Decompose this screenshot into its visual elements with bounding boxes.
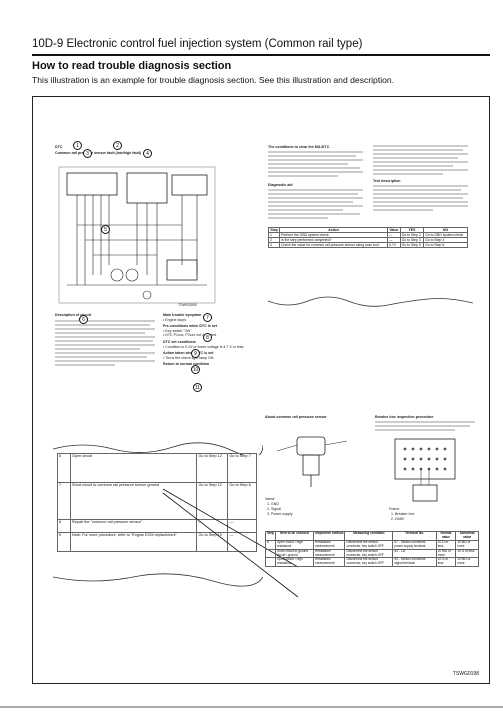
dtc-set-item: • Condition is 0.1V or lower voltage is … (163, 344, 245, 349)
figure-code: TSWG0198 (452, 671, 479, 677)
section-heading: How to read trouble diagnosis section (32, 60, 232, 72)
callout-8: 8 (203, 333, 212, 342)
callout-5: 5 (101, 225, 110, 234)
inspection-table: Step Item to be checked Inspection metho… (265, 531, 479, 568)
pre-condition-item-1: • Key switch "ON" (163, 328, 192, 333)
breaker-box-drawing (375, 435, 475, 505)
dtc-line-1: DTC (55, 145, 63, 149)
dtc-line-2: Common rail pressure sensor fault (low/h… (55, 151, 142, 155)
wiring-diagram (57, 165, 217, 305)
torn-edge (268, 296, 473, 307)
test-description-heading: Test description (373, 179, 401, 183)
action-heading: Action taken when DTC is set (163, 351, 214, 356)
insp-header-method: Inspection method (313, 531, 346, 541)
insp-header-condition: Measuring condition (344, 531, 394, 541)
lower-right-illustration: About common rail pressure sensor Name 1… (265, 415, 480, 665)
callout-3: 3 (83, 149, 92, 158)
main-trouble-heading: Main trouble symptom (163, 313, 202, 317)
diagnostic-aid-heading: Diagnostic aid (268, 183, 293, 187)
insp-header-normal: Normal value (435, 531, 457, 541)
pre-condition-item-2: • DTC P1xxx, P2xxx not detected. (163, 333, 217, 338)
sensor-heading: About common rail pressure sensor (265, 415, 327, 419)
insp-header-step: Step (265, 531, 276, 541)
frame-item-1: 1. Breaker box (391, 512, 415, 516)
illustration-frame: DTC Common rail pressure sensor fault (l… (32, 96, 490, 684)
lower-step-table: 6 Open circuit Go to Step 12 Go to Step … (57, 453, 257, 552)
clear-conditions-heading: The conditions to clear the MIL/DTC (268, 145, 330, 149)
dtc-set-heading: DTC set conditions (163, 339, 196, 344)
insp-header-item: Item to be checked (274, 531, 315, 541)
callout-6: 6 (79, 315, 88, 324)
insp-header-terminal: Terminal No. (392, 531, 437, 541)
callout-7: 7 (203, 313, 212, 322)
insp-header-abnormal: Abnormal value (455, 531, 479, 541)
callout-2: 2 (113, 141, 122, 150)
main-trouble-item: • Engine stops (163, 317, 187, 322)
return-heading: Return to normal condition (163, 362, 210, 367)
table-row: 9 Note: For more procedure, refer to "En… (57, 532, 257, 552)
breaker-heading: Breaker box inspection procedure (375, 415, 434, 419)
callout-10: 10 (191, 365, 200, 374)
pre-conditions-heading: Pre-conditions when DTC is set (163, 324, 217, 329)
name-label: Name (265, 497, 275, 501)
description-text (55, 320, 155, 368)
name-item-3: 3. Power supply (267, 512, 293, 516)
action-item: • Turns the check light lamp ON. (163, 355, 215, 360)
conditions-column: Main trouble symptom • Engine stops Pre-… (163, 313, 263, 367)
bottom-rule (0, 706, 503, 708)
diagram-caption: TSWG0000 (178, 303, 197, 307)
callout-1: 1 (73, 141, 82, 150)
callout-4: 4 (143, 149, 152, 158)
sensor-drawing (267, 431, 357, 491)
name-item-2: 2. Signal (267, 507, 281, 511)
callout-11: 11 (193, 383, 202, 392)
table-row: 6 Open circuit Go to Step 12 Go to Step … (57, 453, 257, 483)
section-description: This illustration is an example for trou… (32, 75, 395, 85)
frame-label: Frame (389, 507, 400, 511)
page-header-title: 10D-9 Electronic control fuel injection … (32, 38, 363, 50)
description-heading: Description of circuit (55, 313, 91, 317)
frame-item-2: 2. DMM (391, 517, 404, 521)
header-rule (32, 54, 490, 56)
callout-9: 9 (191, 349, 200, 358)
zoomed-step-table: 6 Open circuit Go to Step 12 Go to Step … (53, 442, 263, 587)
name-item-1: 1. GND (267, 502, 279, 506)
right-page-illustration: The conditions to clear the MIL/DTC Diag… (267, 145, 473, 325)
left-page-illustration: DTC Common rail pressure sensor fault (l… (43, 137, 268, 472)
